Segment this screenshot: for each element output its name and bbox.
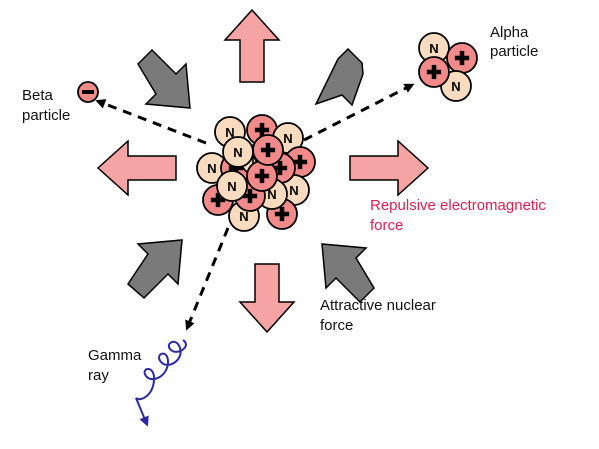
gamma-emission-arrow xyxy=(185,227,230,331)
neutron-n-icon: N xyxy=(267,187,276,202)
neutron: N xyxy=(216,170,248,202)
alpha-label-line1: Alpha xyxy=(490,24,529,41)
attractive-arrow-nw xyxy=(137,48,191,109)
proton xyxy=(446,42,478,74)
proton-plus-icon xyxy=(242,188,258,204)
neutron-n-icon: N xyxy=(233,145,242,160)
proton xyxy=(246,160,278,192)
proton-plus-icon xyxy=(292,154,308,170)
neutron-n-icon: N xyxy=(283,131,292,146)
alpha-label-line2: particle xyxy=(490,43,538,60)
gamma-label-line1: Gamma xyxy=(88,347,142,364)
repulsive-arrow-left xyxy=(96,139,177,197)
proton xyxy=(252,134,284,166)
alpha-emission-arrow xyxy=(303,83,415,142)
repulsive-arrow-up xyxy=(223,8,281,83)
alpha-particle: NN xyxy=(418,32,478,102)
proton-plus-icon xyxy=(274,206,290,222)
neutron-n-icon: N xyxy=(207,161,216,176)
proton-plus-icon xyxy=(260,142,276,158)
beta-label-line1: Beta xyxy=(22,87,54,104)
neutron-n-icon: N xyxy=(227,179,236,194)
proton-plus-icon xyxy=(228,160,244,176)
attractive-label-line2: force xyxy=(320,317,353,334)
repulsive-arrows xyxy=(96,8,430,334)
gamma-wave-icon xyxy=(135,339,187,427)
attractive-arrows xyxy=(127,47,375,304)
neutron-n-icon: N xyxy=(251,153,260,168)
proton xyxy=(418,56,450,88)
gamma-label-line2: ray xyxy=(88,367,109,384)
beta-label-line2: particle xyxy=(22,107,70,124)
beta-particle xyxy=(77,81,99,103)
neutron: N xyxy=(222,136,254,168)
repulsive-arrow-down xyxy=(238,263,296,334)
beta-emission-arrow xyxy=(95,99,207,145)
attractive-arrow-se xyxy=(321,243,375,304)
attractive-label-line1: Attractive nuclear xyxy=(320,297,436,314)
proton-plus-icon xyxy=(210,192,226,208)
neutron-n-icon: N xyxy=(451,79,460,94)
proton-plus-icon xyxy=(426,64,442,80)
neutron-n-icon: N xyxy=(239,209,248,224)
repulsive-label-line1: Repulsive electromagnetic xyxy=(370,197,546,214)
proton-plus-icon xyxy=(454,50,470,66)
attractive-arrow-sw xyxy=(127,239,183,300)
neutron: N xyxy=(196,152,228,184)
proton-plus-icon xyxy=(254,122,270,138)
proton-plus-icon xyxy=(272,160,288,176)
neutron-n-icon: N xyxy=(225,125,234,140)
repulsive-label-line2: force xyxy=(370,217,403,234)
labels: Beta particle Alpha particle Repulsive e… xyxy=(22,24,546,384)
attractive-arrow-ne xyxy=(314,47,364,107)
neutron-n-icon: N xyxy=(429,41,438,56)
proton-plus-icon xyxy=(254,168,270,184)
repulsive-arrow-right xyxy=(349,139,430,197)
neutron-n-icon: N xyxy=(289,183,298,198)
emission-lines xyxy=(95,83,415,331)
